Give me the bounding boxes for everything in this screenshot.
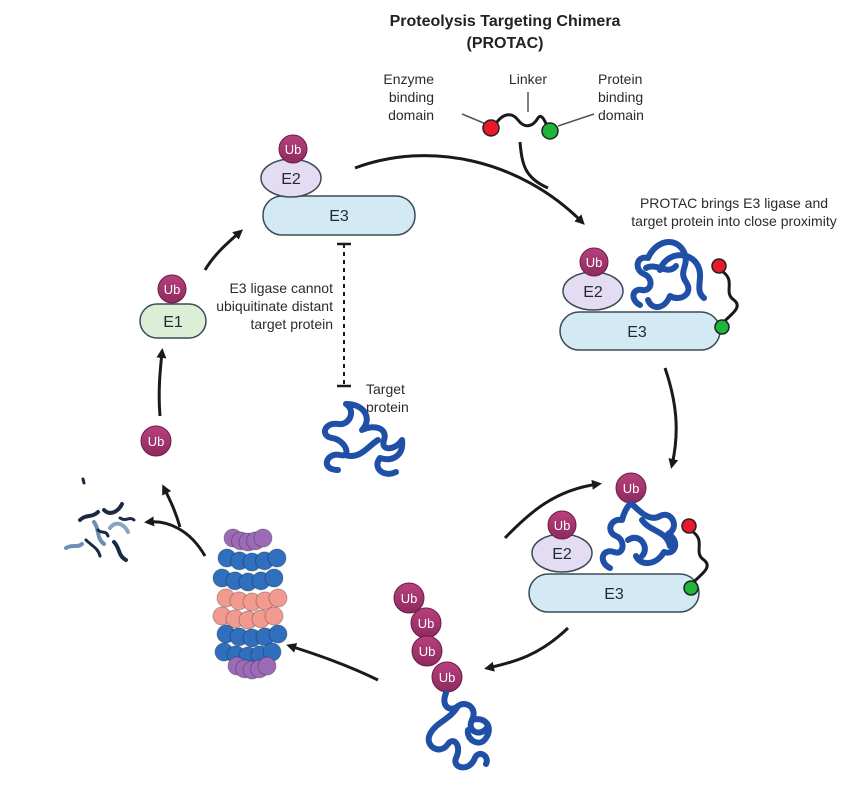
linker-chain — [491, 113, 551, 132]
e3-ligase-ubiq — [528, 573, 700, 613]
proximity-note-2: target protein into close proximity — [631, 213, 836, 229]
fragment-6 — [84, 538, 102, 558]
protein-pointer — [557, 113, 595, 127]
proteasome-subunit — [268, 624, 288, 644]
proteasome-subunit — [253, 528, 273, 548]
title-line-1: Proteolysis Targeting Chimera — [390, 13, 621, 30]
arrow-protac-join — [518, 141, 549, 190]
fragment-10 — [96, 528, 110, 538]
proteasome-subunit — [268, 588, 288, 608]
target-label-2: protein — [366, 399, 409, 415]
ub-chain-label-3: Ub — [419, 644, 436, 659]
fragment-1 — [81, 477, 86, 485]
proteasome-subunit — [264, 568, 284, 588]
proteasome-subunit — [267, 548, 287, 568]
distance-note-3: target protein — [251, 316, 334, 332]
protac-linker-ubiq — [688, 528, 709, 586]
ub-label-free: Ub — [148, 434, 165, 449]
linker-label: Linker — [509, 71, 547, 87]
arrow-to-free-ub — [162, 484, 182, 528]
ub-label-ubiq-e2: Ub — [554, 518, 571, 533]
target-protein-distant — [321, 401, 406, 477]
arrow-ub-to-e1 — [156, 348, 167, 417]
ub-chain-label-1: Ub — [401, 591, 418, 606]
e3-label-top: E3 — [329, 208, 349, 225]
target-protein-polyub — [425, 690, 492, 771]
enzyme-pointer — [461, 113, 487, 125]
enzyme-label-2: binding — [389, 89, 434, 105]
e3-label-ubiq: E3 — [604, 586, 624, 603]
target-label-1: Target — [366, 381, 405, 397]
polyubiquitinated-protein: Ub Ub Ub Ub — [393, 582, 492, 771]
ub-label-e1: Ub — [164, 282, 181, 297]
protac-linker-complex — [718, 268, 739, 326]
e3-ligase-top — [262, 195, 416, 236]
arrow-e1-to-e2 — [203, 229, 244, 271]
e2-label-ubiq: E2 — [552, 546, 572, 563]
e3-label-complex: E3 — [627, 324, 647, 341]
e2-label-complex: E2 — [583, 284, 603, 301]
e2-label-top: E2 — [281, 171, 301, 188]
fragment-4 — [102, 502, 124, 515]
fragment-3 — [92, 520, 106, 546]
ub-chain-label-2: Ub — [418, 616, 435, 631]
distance-note-1: E3 ligase cannot — [229, 280, 333, 296]
ub-ubiq-e2 — [547, 510, 577, 540]
proteasome-subunit — [257, 656, 277, 676]
proteasome — [212, 528, 288, 680]
ub-complex — [579, 247, 609, 277]
ubiquitination-complex: E3 E2 Ub Ub — [528, 472, 709, 613]
ub-top — [278, 134, 308, 164]
proximity-note-1: PROTAC brings E3 ligase and — [640, 195, 828, 211]
enzyme-label-1: Enzyme — [383, 71, 434, 87]
protac-red-ubiq — [681, 518, 697, 534]
fragment-7 — [112, 540, 128, 562]
e1-enzyme — [139, 303, 207, 339]
fragment-8 — [64, 542, 84, 550]
title-line-2: (PROTAC) — [466, 35, 543, 52]
arrow-complex-to-ubiquitination — [663, 367, 679, 469]
protein-label-1: Protein — [598, 71, 642, 87]
ub-chain-label-4: Ub — [439, 670, 456, 685]
ub-label-top: Ub — [285, 142, 302, 157]
e1-label: E1 — [163, 314, 183, 331]
protac-red-complex — [711, 258, 727, 274]
protac-molecule — [461, 92, 595, 140]
ternary-complex: E3 E2 Ub — [559, 239, 739, 351]
enzyme-label-3: domain — [388, 107, 434, 123]
arrow-to-fragments — [144, 516, 207, 557]
enzyme-binding-ball — [482, 119, 500, 137]
proteasome-subunit — [264, 606, 284, 626]
fragment-5 — [108, 521, 130, 534]
ub-label-ubiq-target: Ub — [623, 481, 640, 496]
protac-green-complex — [714, 319, 730, 335]
protac-green-ubiq — [683, 580, 699, 596]
arrow-to-proteasome — [286, 643, 379, 682]
target-protein-ubiq — [599, 501, 679, 571]
target-protein-complex — [630, 239, 707, 310]
distance-note-2: ubiquitinate distant — [216, 298, 333, 314]
peptide-fragments — [64, 477, 136, 562]
ub-free — [140, 425, 172, 457]
arrow-ub-transfer — [503, 479, 602, 540]
fragment-9 — [118, 516, 136, 522]
ub-e1 — [157, 274, 187, 304]
e3-e2-group-top: E3 E2 Ub — [260, 134, 416, 236]
ub-chain-1 — [393, 582, 425, 614]
fragment-2 — [78, 510, 100, 522]
protein-label-2: binding — [598, 89, 643, 105]
ub-chain-3 — [411, 635, 443, 667]
protein-label-3: domain — [598, 107, 644, 123]
arrow-to-polyub — [484, 626, 570, 672]
ub-label-complex: Ub — [586, 255, 603, 270]
arrow-e3-to-complex — [354, 154, 585, 225]
protein-binding-ball — [541, 122, 559, 140]
e1-group: E1 Ub — [139, 274, 207, 339]
